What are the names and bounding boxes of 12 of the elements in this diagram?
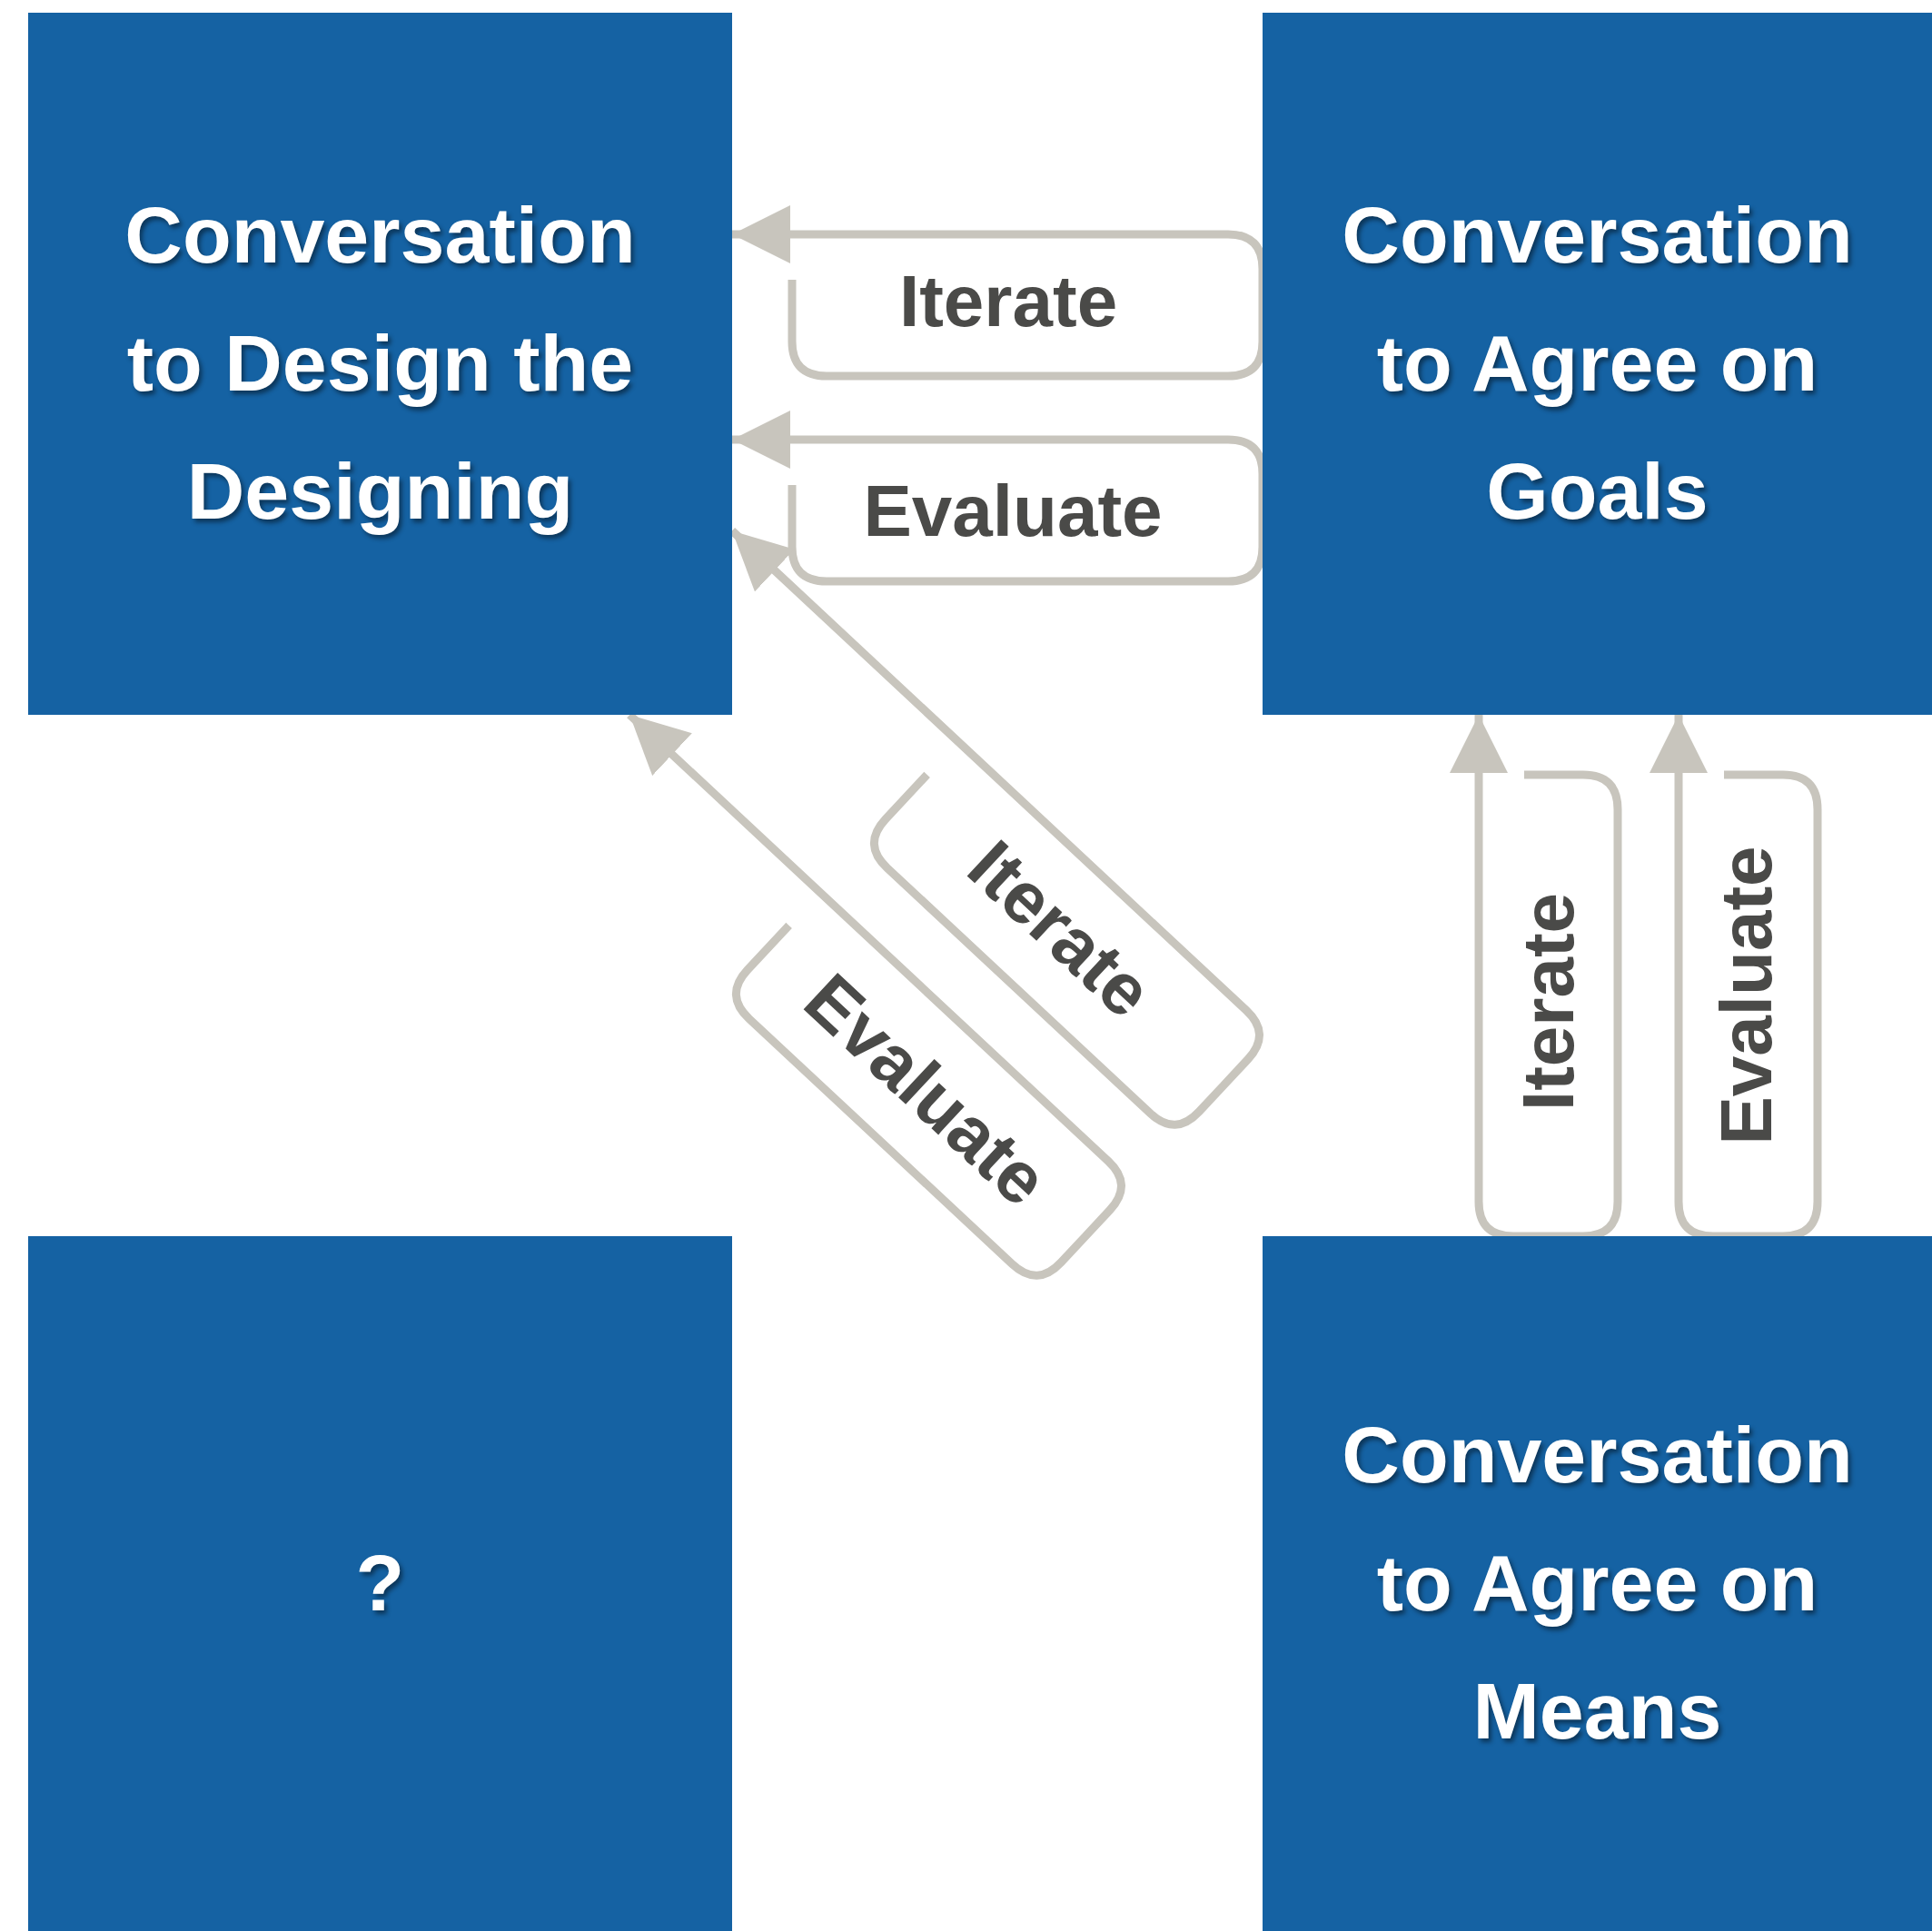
edge-label: Evaluate xyxy=(1709,846,1783,1145)
node-title: Conversation to Agree on Means xyxy=(1341,1409,1854,1758)
conversation-box xyxy=(28,1236,732,1931)
edge-label: Iterate xyxy=(1512,892,1586,1112)
node-title: ? xyxy=(355,1537,405,1630)
node-title: Conversation to Agree on Goals xyxy=(1341,189,1854,538)
node-title: Conversation to Design the Designing xyxy=(124,189,637,538)
conversation-box xyxy=(28,13,732,715)
edge-label: Evaluate xyxy=(863,475,1163,548)
edge-label: Iterate xyxy=(899,265,1118,338)
conversation-box xyxy=(1263,13,1932,715)
conversation-box xyxy=(1263,1236,1932,1931)
